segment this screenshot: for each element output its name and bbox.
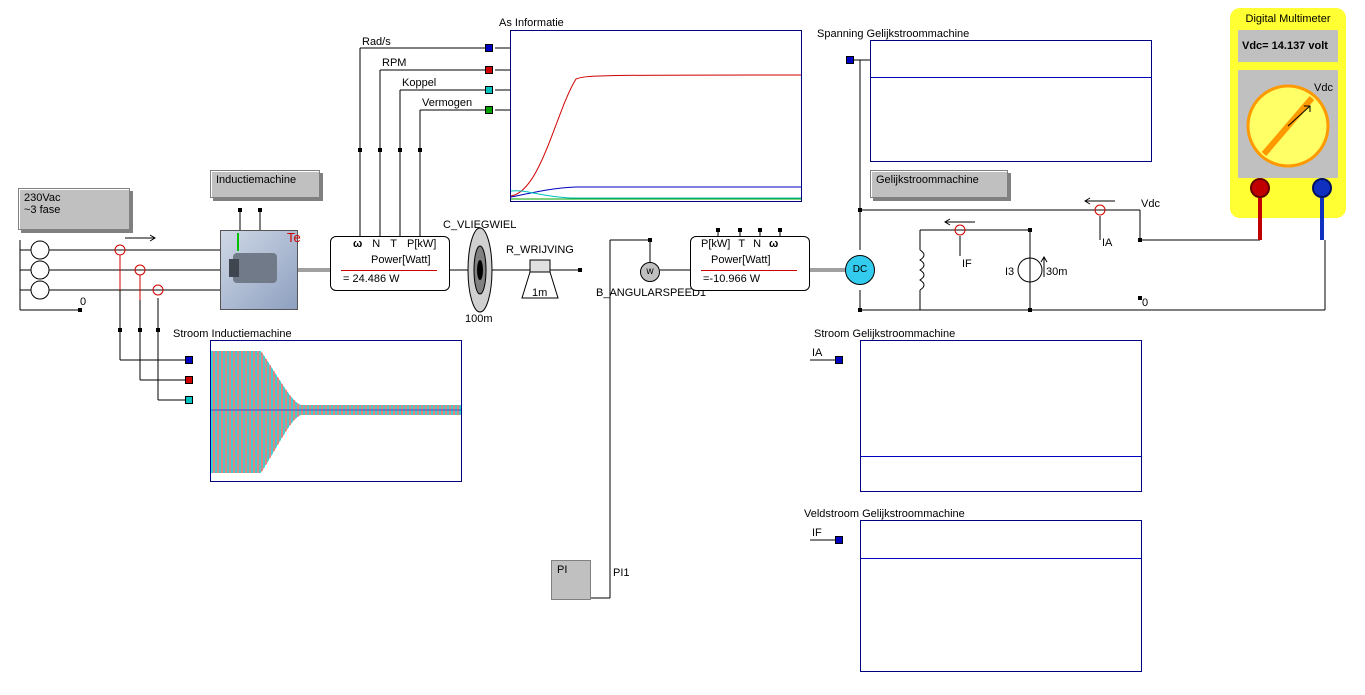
port-green-icon[interactable] <box>485 106 493 114</box>
dc-current-trace <box>861 456 1141 457</box>
dc-ground-label: 0 <box>1142 297 1149 309</box>
power-meter-left-caption: Power[Watt] <box>371 254 431 266</box>
source-label-line1: 230Vac <box>24 192 61 204</box>
shaft-scope-plot <box>510 74 802 200</box>
port-red-icon[interactable] <box>185 376 193 384</box>
dc-current-scope[interactable] <box>860 340 1142 492</box>
t-label: T <box>390 238 397 250</box>
current-source-icon <box>1017 256 1048 283</box>
i3-label: I3 <box>1005 266 1015 278</box>
field-current-scope[interactable] <box>860 520 1142 672</box>
shaft-info-scope[interactable] <box>510 30 802 202</box>
dc-current-input-label: IA <box>812 347 823 359</box>
field-current-input-label: IF <box>812 527 822 539</box>
induction-machine-label-block[interactable]: Inductiemachine <box>210 170 320 198</box>
digital-multimeter[interactable]: Digital Multimeter Vdc= 14.137 volt Vdc <box>1230 8 1346 240</box>
dmm-red-lead-icon <box>1258 198 1262 240</box>
channel-rpm: RPM <box>382 57 407 69</box>
source-block[interactable]: 230Vac ~3 fase <box>18 188 130 230</box>
dmm-dial-panel: Vdc <box>1238 70 1338 178</box>
ground-label: 0 <box>80 296 87 308</box>
power-meter-left[interactable]: ω N T P[kW] Power[Watt] = 24.486 W <box>330 236 450 291</box>
dc-machine-label-block[interactable]: Gelijkstroommachine <box>870 170 1008 198</box>
field-coil-icon <box>919 249 925 291</box>
port-blue-icon[interactable] <box>846 56 854 64</box>
motor-shaft-icon <box>229 259 239 277</box>
channel-rads: Rad/s <box>362 36 391 48</box>
channel-koppel: Koppel <box>402 77 437 89</box>
port-blue-icon[interactable] <box>485 44 493 52</box>
port-cyan-icon[interactable] <box>185 396 193 404</box>
omega-label: ω <box>769 238 779 250</box>
motor-icon <box>233 253 277 283</box>
if-probe-label: IF <box>962 258 972 270</box>
t-label: T <box>738 238 746 250</box>
pkw-label: P[kW] <box>701 238 731 250</box>
dmm-blue-jack-icon[interactable] <box>1312 178 1332 198</box>
port-cyan-icon[interactable] <box>485 86 493 94</box>
power-meter-right-headers: P[kW] T N ω <box>701 238 778 250</box>
pkw-label: P[kW] <box>406 238 437 250</box>
dmm-red-jack-icon[interactable] <box>1250 178 1270 198</box>
dc-voltage-scope[interactable] <box>870 40 1152 162</box>
speed-sensor-name: B_ANGULARSPEED1 <box>596 287 707 299</box>
field-current-trace <box>861 558 1141 559</box>
friction-value: 1m <box>532 287 548 299</box>
dc-current-scope-title: Stroom Gelijkstroommachine <box>814 328 956 340</box>
dmm-dial-label: Vdc <box>1314 82 1333 94</box>
torque-symbol: Te <box>287 230 301 245</box>
induction-current-scope[interactable] <box>210 340 462 482</box>
induction-machine[interactable] <box>220 230 298 310</box>
shaft-scope-title: As Informatie <box>499 17 564 29</box>
flywheel-value: 100m <box>465 313 493 325</box>
dc-voltage-trace <box>871 77 1151 78</box>
flywheel-icon <box>467 227 493 313</box>
port-blue-icon[interactable] <box>185 356 193 364</box>
power-meter-left-headers: ω N T P[kW] <box>353 238 436 250</box>
dmm-blue-lead-icon <box>1320 198 1324 240</box>
power-arrow-icon <box>341 270 437 271</box>
friction-icon <box>521 259 559 299</box>
source-label-line2: ~3 fase <box>24 204 61 216</box>
pi-name: PI1 <box>613 567 630 579</box>
speed-sensor[interactable]: w <box>640 262 660 282</box>
friction-name: R_WRIJVING <box>506 244 574 256</box>
channel-vermogen: Vermogen <box>422 97 473 109</box>
port-blue-icon[interactable] <box>835 356 843 364</box>
power-meter-left-value: = 24.486 W <box>343 273 400 285</box>
dmm-title: Digital Multimeter <box>1245 13 1331 25</box>
dc-machine[interactable]: DC <box>845 255 875 285</box>
dmm-display: Vdc= 14.137 volt <box>1238 30 1338 62</box>
port-blue-icon[interactable] <box>835 536 843 544</box>
omega-label: ω <box>353 238 363 250</box>
power-meter-right-value: =-10.966 W <box>703 273 761 285</box>
field-current-scope-title: Veldstroom Gelijkstroommachine <box>804 508 965 520</box>
dc-voltage-scope-title: Spanning Gelijkstroommachine <box>817 28 970 40</box>
ia-probe-label: IA <box>1102 237 1113 249</box>
i3-value: 30m <box>1046 266 1068 278</box>
power-meter-right-caption: Power[Watt] <box>711 254 771 266</box>
dmm-dial-icon <box>1246 84 1330 168</box>
n-label: N <box>753 238 762 250</box>
n-label: N <box>372 238 381 250</box>
induction-scope-plot <box>211 351 461 473</box>
motor-terminal-icon <box>237 233 239 251</box>
pi-block[interactable]: PI <box>551 560 591 600</box>
power-arrow-icon <box>701 270 797 271</box>
flywheel-name: C_VLIEGWIEL <box>443 219 517 231</box>
pi-label: PI <box>557 564 568 576</box>
vdc-label: Vdc <box>1141 198 1160 210</box>
port-red-icon[interactable] <box>485 66 493 74</box>
power-meter-right[interactable]: P[kW] T N ω Power[Watt] =-10.966 W <box>690 236 810 291</box>
induction-scope-title: Stroom Inductiemachine <box>173 328 292 340</box>
